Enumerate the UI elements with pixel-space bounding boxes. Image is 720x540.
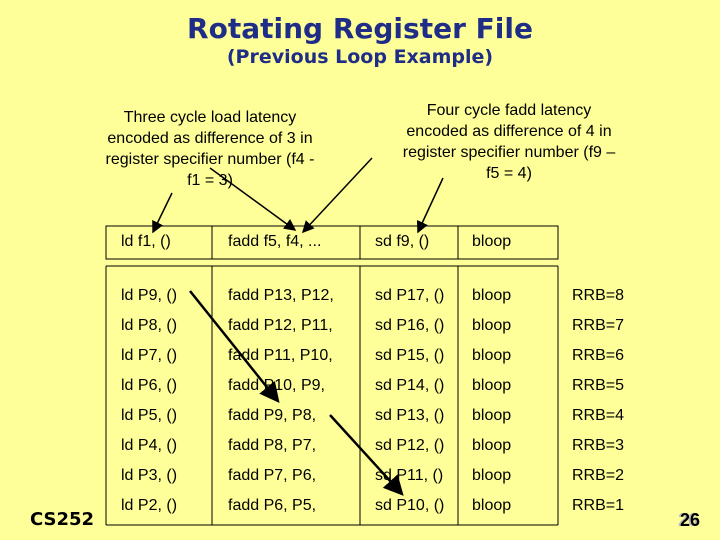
- load-cell: ld P6, (): [121, 377, 178, 394]
- store-cell: sd P12, (): [375, 437, 445, 454]
- course-label: CS252: [30, 509, 95, 530]
- branch-cell: bloop: [472, 317, 512, 334]
- arrow-load-to-fadd: [189, 290, 280, 403]
- load-cell: ld P8, (): [121, 317, 178, 334]
- rrb-cell: RRB=5: [572, 377, 625, 394]
- page-number: 26: [680, 510, 701, 530]
- code-bloop: bloop: [472, 233, 512, 250]
- rrb-cell: RRB=3: [572, 437, 625, 454]
- fadd-cell: fadd P11, P10,: [228, 347, 333, 364]
- rrb-cell: RRB=8: [572, 287, 625, 304]
- fadd-cell: fadd P9, P8,: [228, 407, 317, 424]
- arrow-to-f5: [301, 157, 373, 234]
- slide-subtitle: (Previous Loop Example): [226, 46, 494, 68]
- fadd-cell: fadd P8, P7,: [228, 437, 317, 454]
- rrb-cell: RRB=6: [572, 347, 625, 364]
- slide-title: Rotating Register File: [187, 12, 533, 45]
- fadd-cell: fadd P7, P6,: [228, 467, 317, 484]
- rrb-cell: RRB=7: [572, 317, 625, 334]
- branch-cell: bloop: [472, 467, 512, 484]
- code-ld: ld f1, (): [121, 233, 171, 250]
- load-cell: ld P4, (): [121, 437, 178, 454]
- branch-cell: bloop: [472, 437, 512, 454]
- fadd-cell: fadd P12, P11,: [228, 317, 333, 334]
- branch-cell: bloop: [472, 497, 512, 514]
- fadd-cell: fadd P6, P5,: [228, 497, 317, 514]
- arrow-to-ld-f1: [152, 192, 173, 234]
- load-cell: ld P5, (): [121, 407, 178, 424]
- rrb-cell: RRB=2: [572, 467, 625, 484]
- store-cell: sd P10, (): [375, 497, 445, 514]
- load-cell: ld P2, (): [121, 497, 178, 514]
- code-row-box: [105, 225, 559, 260]
- load-latency-note: Three cycle load latency encoded as diff…: [105, 109, 315, 189]
- arrow-fadd-to-store: [329, 414, 404, 496]
- rrb-cell: RRB=1: [572, 497, 625, 514]
- arrow-to-f4: [209, 167, 297, 231]
- store-cell: sd P15, (): [375, 347, 445, 364]
- branch-cell: bloop: [472, 347, 512, 364]
- arrow-to-f9: [416, 177, 444, 234]
- branch-cell: bloop: [472, 287, 512, 304]
- store-cell: sd P17, (): [375, 287, 445, 304]
- store-cell: sd P14, (): [375, 377, 445, 394]
- code-sd: sd f9, (): [375, 233, 430, 250]
- branch-cell: bloop: [472, 407, 512, 424]
- fadd-latency-note: Four cycle fadd latency encoded as diffe…: [402, 102, 616, 182]
- load-cell: ld P3, (): [121, 467, 178, 484]
- store-cell: sd P16, (): [375, 317, 445, 334]
- store-cell: sd P13, (): [375, 407, 445, 424]
- load-cell: ld P7, (): [121, 347, 178, 364]
- rrb-cell: RRB=4: [572, 407, 625, 424]
- load-cell: ld P9, (): [121, 287, 178, 304]
- branch-cell: bloop: [472, 377, 512, 394]
- code-fadd: fadd f5, f4, ...: [228, 233, 322, 250]
- fadd-cell: fadd P13, P12,: [228, 287, 334, 304]
